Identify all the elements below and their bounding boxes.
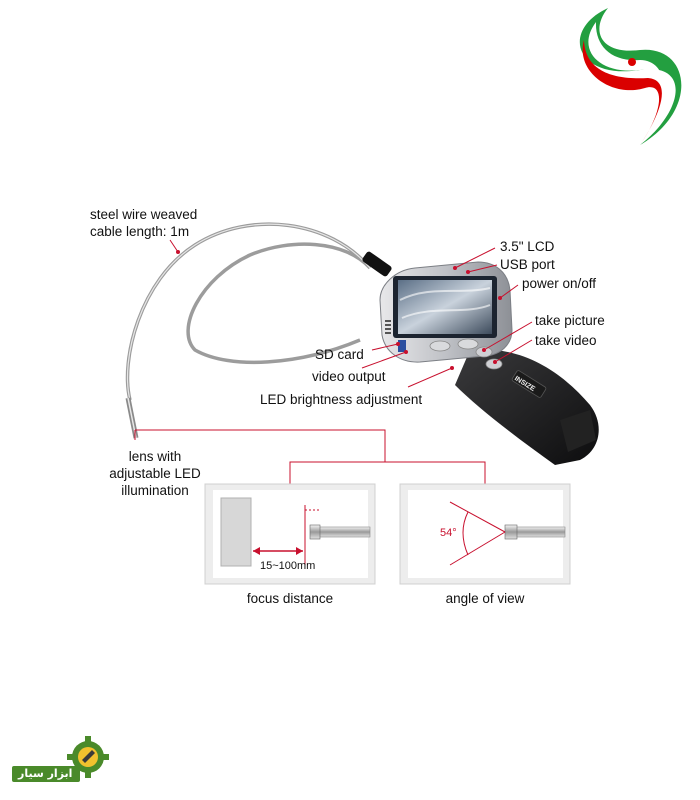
angle-value-label: 54° xyxy=(440,527,457,539)
focus-distance-caption: focus distance xyxy=(246,591,334,606)
focus-distance-inset xyxy=(204,483,376,585)
power-label: power on/off xyxy=(522,276,597,291)
flag-swoosh-icon xyxy=(579,8,682,145)
logo-gear-icon xyxy=(12,736,109,782)
lens-label-line1: lens with xyxy=(128,449,182,464)
take-picture-label: take picture xyxy=(535,313,605,328)
lens-label-line3: illumination xyxy=(121,483,189,498)
cable-label-line2: cable length: 1m xyxy=(90,224,190,239)
lcd-label: 3.5" LCD xyxy=(500,239,555,254)
focus-range-label: 15~100mm xyxy=(260,560,316,572)
callout-lines xyxy=(134,239,533,485)
logo-text: ابزار سیار xyxy=(18,767,73,780)
angle-of-view-inset xyxy=(399,483,571,585)
usb-label: USB port xyxy=(500,257,555,272)
led-brightness-label: LED brightness adjustment xyxy=(260,392,423,407)
lens-label-line2: adjustable LED xyxy=(109,466,201,481)
sd-card-label: SD card xyxy=(315,347,364,362)
video-output-label: video output xyxy=(312,369,386,384)
take-video-label: take video xyxy=(535,333,597,348)
callout-dots xyxy=(176,250,502,370)
angle-of-view-caption: angle of view xyxy=(445,591,525,606)
cable-label-line1: steel wire weaved xyxy=(90,207,198,222)
borescope-device: INSIZE xyxy=(379,261,599,465)
